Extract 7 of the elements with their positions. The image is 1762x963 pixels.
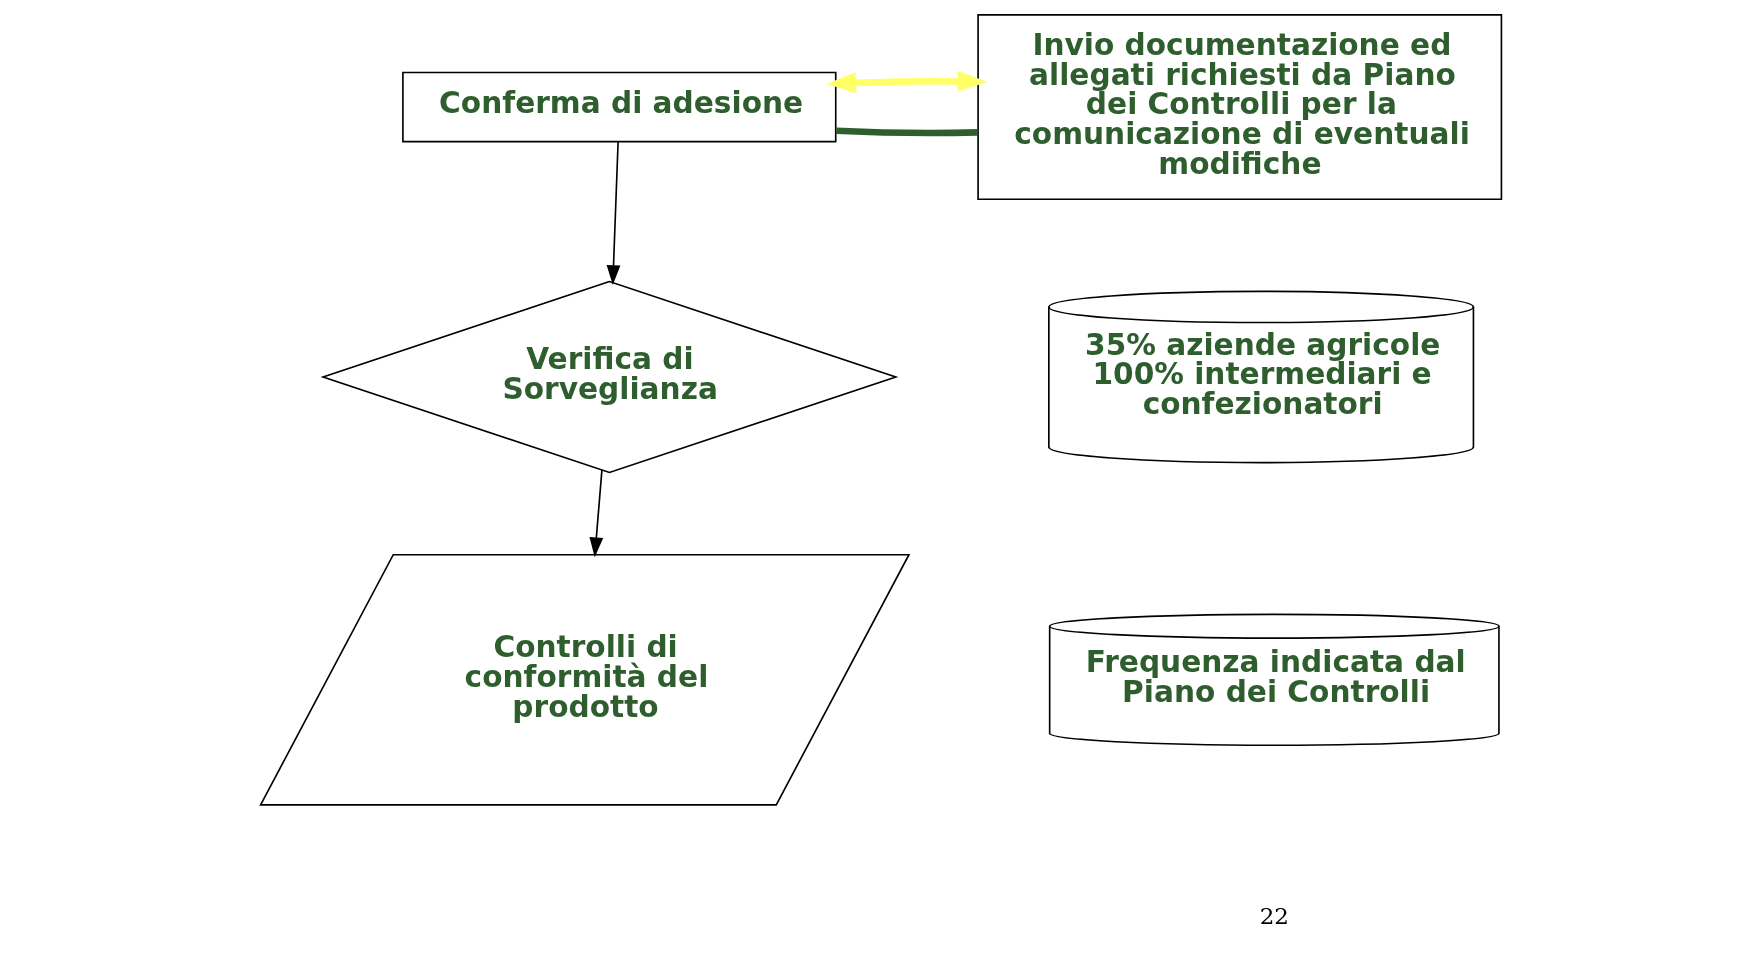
- node-box: Invio documentazione ed allegati richiesti da Piano dei Controlli per la comunicazione di eventuali modifiche: [977, 14, 1503, 201]
- label: 22: [1259, 902, 1289, 929]
- node-box: Conferma di adesione: [402, 71, 837, 143]
- arrow: [589, 469, 604, 558]
- node-diamond: Verifica di Sorveglianza: [320, 280, 899, 474]
- arrow: [826, 70, 988, 93]
- arrow: [606, 141, 621, 286]
